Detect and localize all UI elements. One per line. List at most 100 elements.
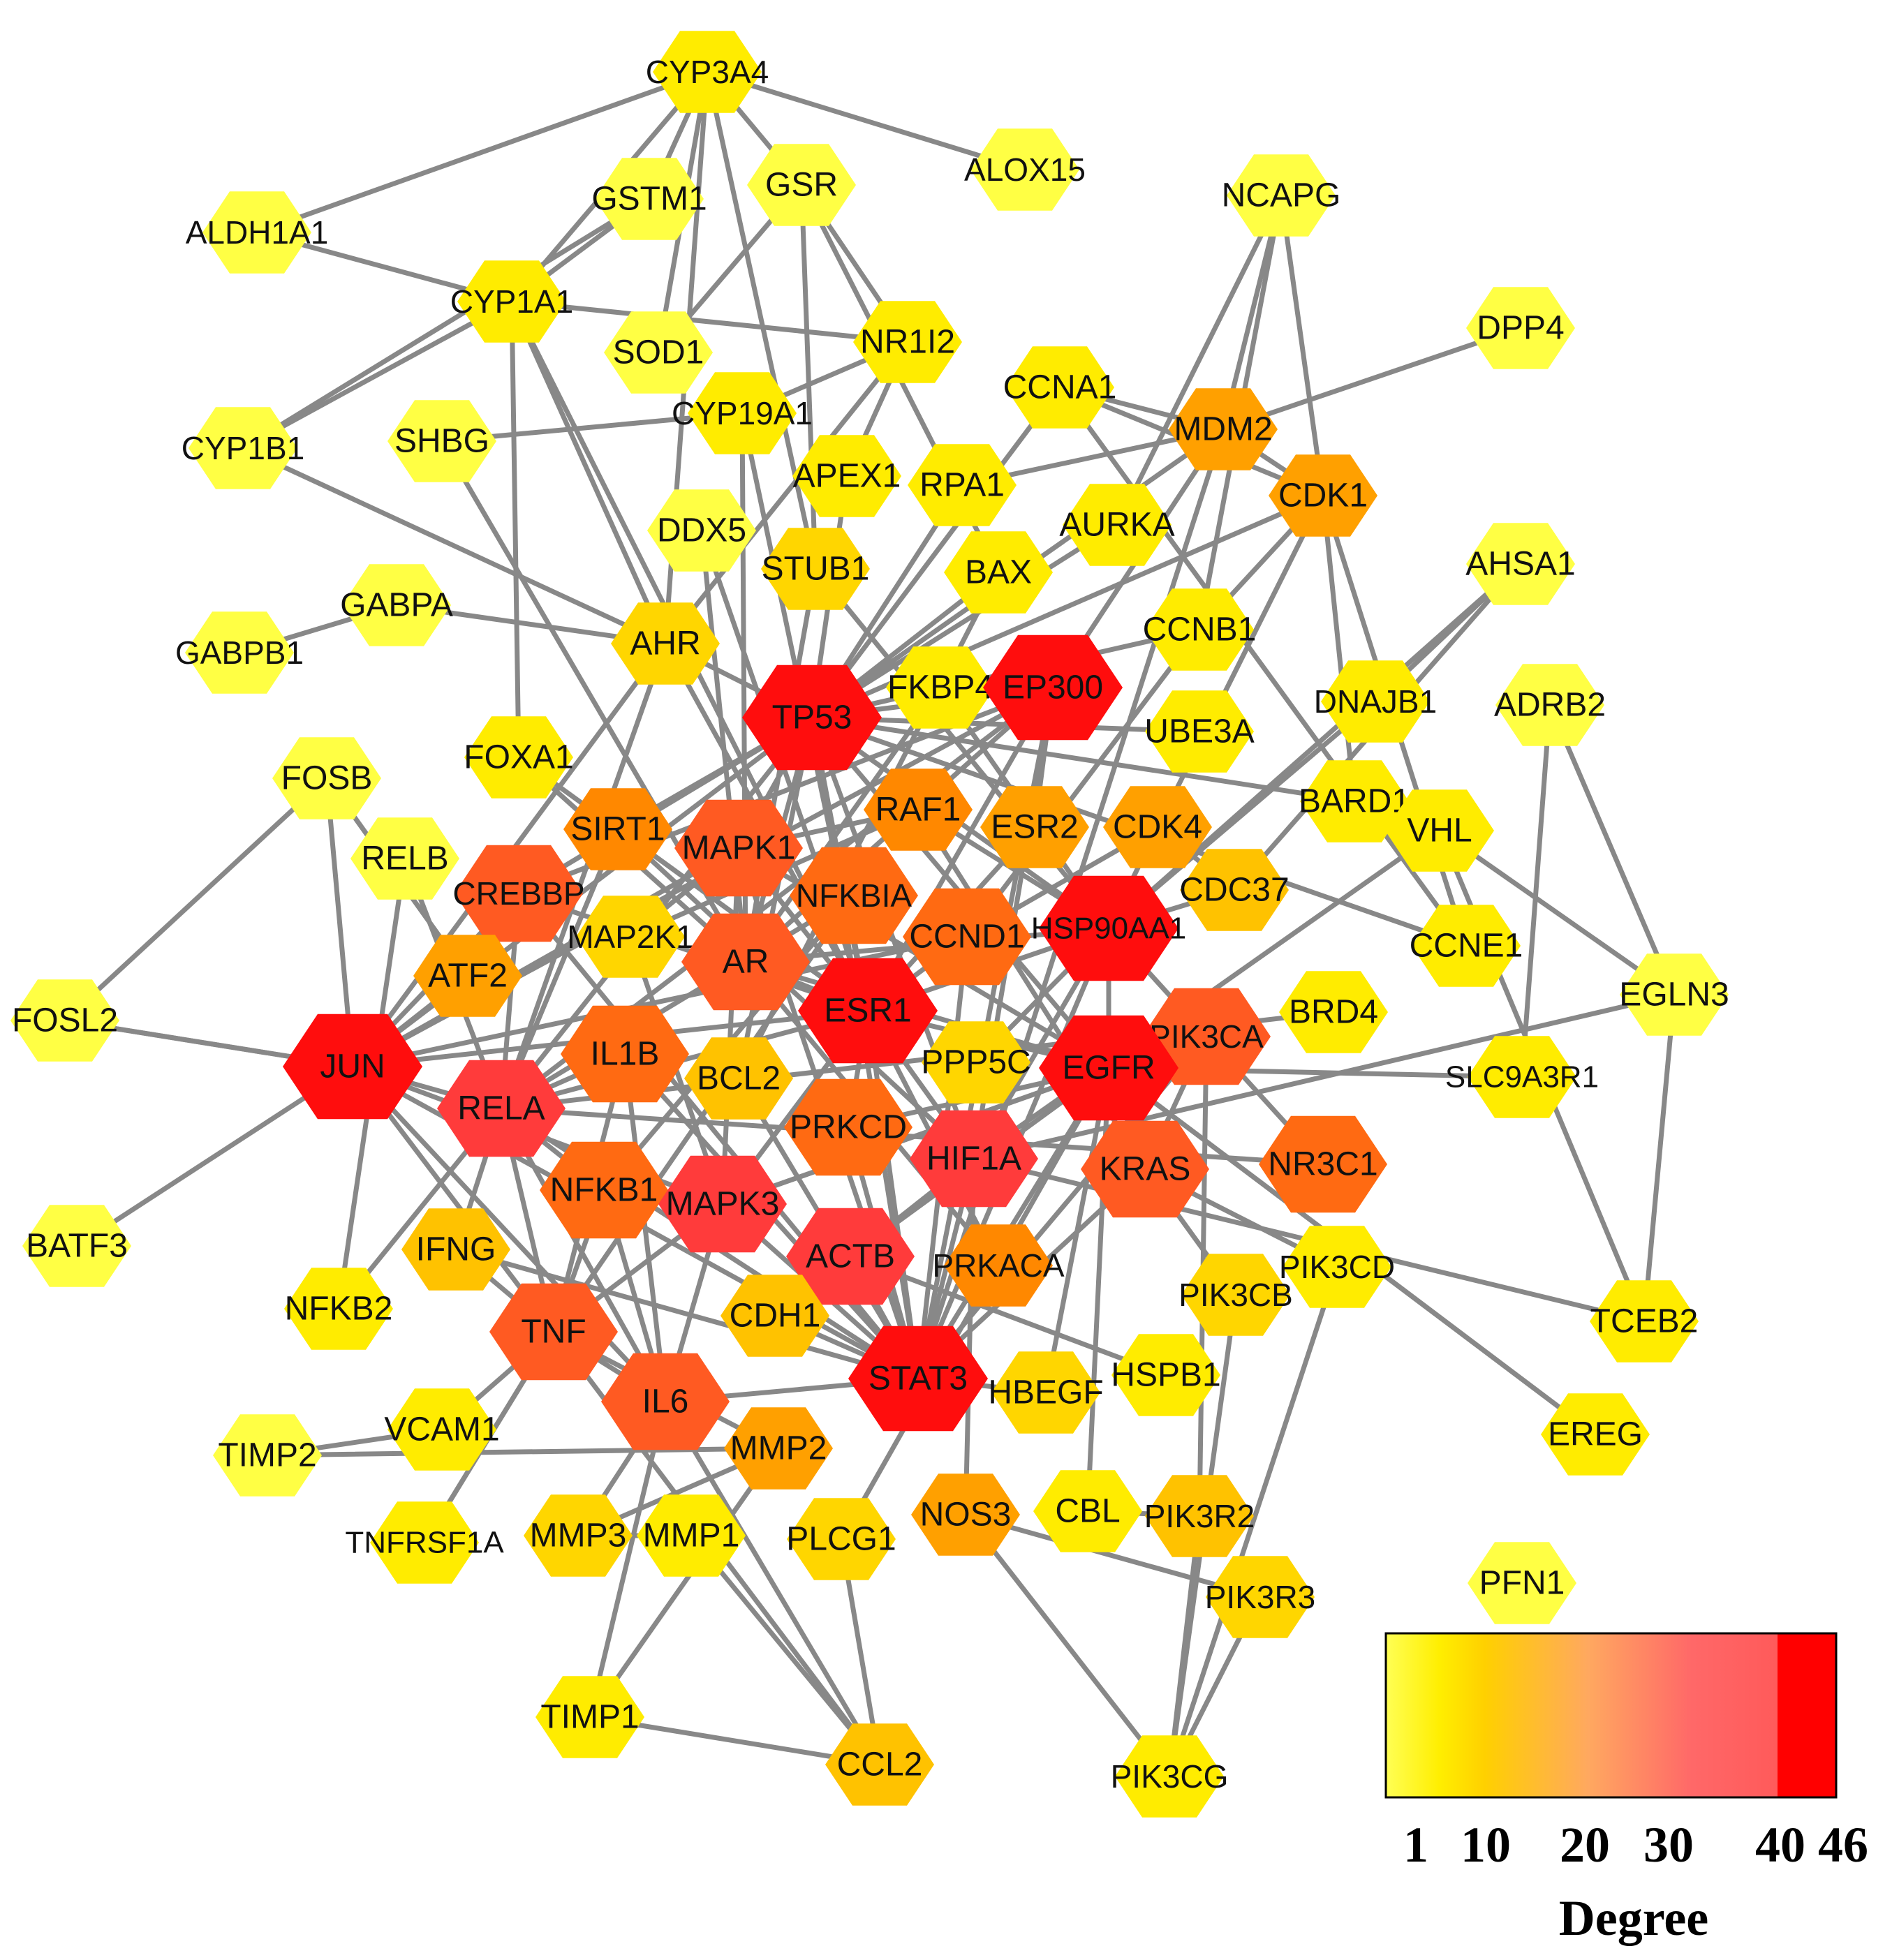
node-tceb2[interactable]: TCEB2 — [1590, 1280, 1699, 1363]
node-ifng[interactable]: IFNG — [401, 1208, 510, 1291]
node-vcam1[interactable]: VCAM1 — [384, 1388, 500, 1471]
node-cdh1[interactable]: CDH1 — [721, 1275, 829, 1357]
node-sod1[interactable]: SOD1 — [604, 311, 713, 394]
node-ahsa1[interactable]: AHSA1 — [1465, 523, 1576, 605]
node-nr3c1[interactable]: NR3C1 — [1259, 1115, 1387, 1213]
node-cdk1[interactable]: CDK1 — [1269, 454, 1377, 537]
node-hspb1[interactable]: HSPB1 — [1111, 1334, 1221, 1416]
node-cdk4[interactable]: CDK4 — [1103, 786, 1212, 868]
node-pik3cg[interactable]: PIK3CG — [1111, 1735, 1229, 1818]
node-ccnb1[interactable]: CCNB1 — [1143, 588, 1257, 671]
node-fosl2[interactable]: FOSL2 — [10, 979, 119, 1062]
node-nr1i2[interactable]: NR1I2 — [853, 301, 962, 383]
node-rela[interactable]: RELA — [437, 1060, 566, 1157]
node-gsr[interactable]: GSR — [747, 144, 856, 226]
node-fkbp4[interactable]: FKBP4 — [886, 646, 995, 729]
node-tp53[interactable]: TP53 — [742, 665, 882, 771]
node-prkaca[interactable]: PRKACA — [932, 1224, 1065, 1307]
node-apex1[interactable]: APEX1 — [792, 435, 901, 517]
node-pik3cd[interactable]: PIK3CD — [1279, 1226, 1395, 1308]
node-timp1[interactable]: TIMP1 — [535, 1676, 644, 1758]
node-ccl2[interactable]: CCL2 — [825, 1723, 934, 1806]
node-bard1[interactable]: BARD1 — [1299, 760, 1410, 842]
node-ccne1[interactable]: CCNE1 — [1410, 905, 1523, 987]
node-esr2[interactable]: ESR2 — [980, 786, 1089, 868]
node-ar[interactable]: AR — [681, 913, 810, 1011]
node-atf2[interactable]: ATF2 — [413, 935, 522, 1017]
node-actb[interactable]: ACTB — [786, 1208, 915, 1305]
node-brd4[interactable]: BRD4 — [1279, 971, 1388, 1053]
node-mapk3[interactable]: MAPK3 — [658, 1155, 787, 1253]
node-stub1[interactable]: STUB1 — [761, 528, 870, 610]
node-ep300[interactable]: EP300 — [983, 634, 1123, 741]
node-tnfrsf1a[interactable]: TNFRSF1A — [345, 1501, 504, 1584]
node-gabpa[interactable]: GABPA — [340, 564, 453, 646]
node-gabpb1[interactable]: GABPB1 — [175, 611, 304, 694]
node-ddx5[interactable]: DDX5 — [647, 489, 756, 572]
node-ube3a[interactable]: UBE3A — [1144, 690, 1255, 773]
node-cyp3a4[interactable]: CYP3A4 — [646, 31, 769, 113]
node-raf1[interactable]: RAF1 — [864, 769, 973, 851]
node-mmp1[interactable]: MMP1 — [637, 1494, 746, 1577]
node-dpp4[interactable]: DPP4 — [1466, 287, 1575, 369]
node-sirt1[interactable]: SIRT1 — [563, 788, 672, 870]
node-map2k1[interactable]: MAP2K1 — [567, 896, 694, 978]
node-egfr[interactable]: EGFR — [1039, 1015, 1178, 1121]
node-slc9a3r1[interactable]: SLC9A3R1 — [1445, 1036, 1599, 1118]
node-prkcd[interactable]: PRKCD — [784, 1078, 912, 1176]
node-cyp19a1[interactable]: CYP19A1 — [672, 372, 813, 454]
node-aldh1a1[interactable]: ALDH1A1 — [186, 191, 329, 274]
node-mapk1[interactable]: MAPK1 — [674, 799, 803, 897]
node-shbg[interactable]: SHBG — [387, 400, 496, 482]
node-rpa1[interactable]: RPA1 — [908, 444, 1017, 526]
node-il6[interactable]: IL6 — [601, 1353, 730, 1450]
node-pik3r2[interactable]: PIK3R2 — [1144, 1475, 1255, 1557]
node-ccnd1[interactable]: CCND1 — [903, 888, 1031, 986]
node-bax[interactable]: BAX — [944, 531, 1053, 614]
node-pik3ca[interactable]: PIK3CA — [1142, 988, 1271, 1085]
node-cyp1a1[interactable]: CYP1A1 — [450, 260, 573, 343]
node-ncapg[interactable]: NCAPG — [1222, 154, 1341, 237]
node-esr1[interactable]: ESR1 — [798, 958, 938, 1064]
node-hsp90aa1[interactable]: HSP90AA1 — [1031, 875, 1187, 981]
node-timp2[interactable]: TIMP2 — [213, 1414, 322, 1497]
node-hif1a[interactable]: HIF1A — [910, 1110, 1038, 1208]
node-ccna1[interactable]: CCNA1 — [1003, 346, 1117, 429]
node-pik3cb[interactable]: PIK3CB — [1178, 1254, 1293, 1336]
node-mmp3[interactable]: MMP3 — [524, 1494, 633, 1577]
node-jun[interactable]: JUN — [283, 1014, 422, 1120]
node-egln3[interactable]: EGLN3 — [1619, 953, 1729, 1036]
node-foxa1[interactable]: FOXA1 — [464, 716, 574, 799]
node-pik3r3[interactable]: PIK3R3 — [1205, 1556, 1316, 1638]
node-ppp5c[interactable]: PPP5C — [921, 1021, 1031, 1104]
node-nos3[interactable]: NOS3 — [911, 1473, 1020, 1556]
node-cbl[interactable]: CBL — [1033, 1470, 1142, 1552]
node-dnajb1[interactable]: DNAJB1 — [1314, 660, 1437, 743]
node-aurka[interactable]: AURKA — [1059, 484, 1175, 566]
node-hbegf[interactable]: HBEGF — [988, 1351, 1104, 1434]
node-crebbp[interactable]: CREBBP — [452, 845, 585, 942]
node-stat3[interactable]: STAT3 — [848, 1326, 988, 1432]
node-ahr[interactable]: AHR — [611, 602, 720, 685]
node-nfkb1[interactable]: NFKB1 — [540, 1141, 668, 1239]
node-tnf[interactable]: TNF — [489, 1283, 618, 1381]
node-fosb[interactable]: FOSB — [272, 737, 381, 819]
node-vhl[interactable]: VHL — [1385, 789, 1494, 872]
node-gstm1[interactable]: GSTM1 — [591, 158, 707, 240]
node-il1b[interactable]: IL1B — [561, 1005, 689, 1103]
node-ereg[interactable]: EREG — [1541, 1393, 1650, 1476]
node-mdm2[interactable]: MDM2 — [1169, 388, 1278, 470]
node-cdc37[interactable]: CDC37 — [1179, 849, 1290, 931]
node-relb[interactable]: RELB — [350, 817, 459, 900]
node-nfkb2[interactable]: NFKB2 — [284, 1268, 393, 1350]
node-alox15[interactable]: ALOX15 — [964, 128, 1086, 211]
node-plcg1[interactable]: PLCG1 — [786, 1498, 896, 1580]
node-bcl2[interactable]: BCL2 — [684, 1037, 793, 1120]
node-adrb2[interactable]: ADRB2 — [1494, 664, 1606, 746]
node-batf3[interactable]: BATF3 — [22, 1205, 131, 1287]
node-cyp1b1[interactable]: CYP1B1 — [182, 407, 304, 489]
node-pfn1[interactable]: PFN1 — [1468, 1542, 1576, 1624]
node-mmp2[interactable]: MMP2 — [724, 1407, 833, 1490]
node-nfkbia[interactable]: NFKBIA — [790, 847, 918, 944]
node-kras[interactable]: KRAS — [1081, 1120, 1209, 1218]
